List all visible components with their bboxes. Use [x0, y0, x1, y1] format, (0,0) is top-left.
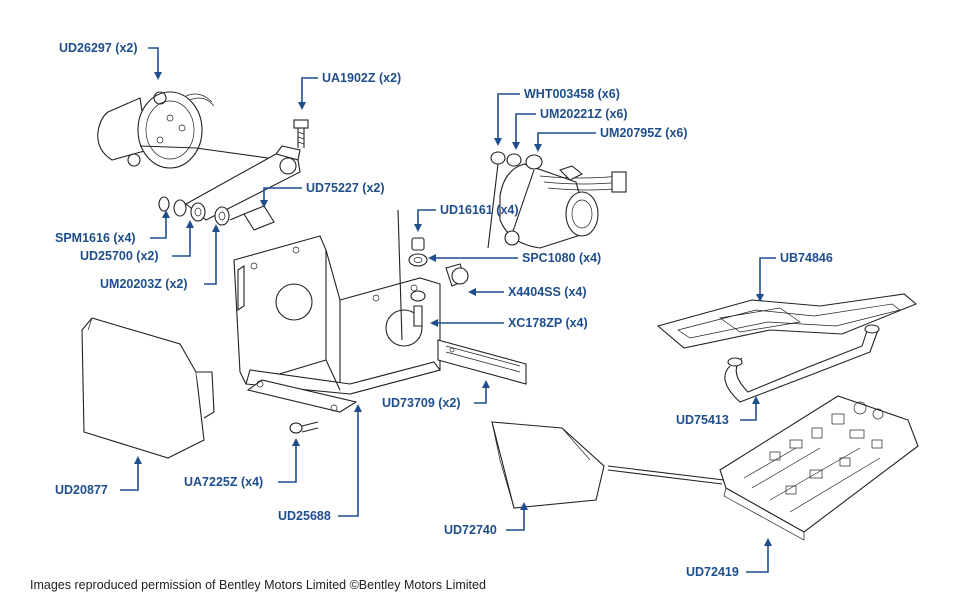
label-um20795z: UM20795Z (x6) — [600, 126, 688, 140]
motor-right-drawing — [487, 151, 627, 249]
washers-left-drawing — [158, 196, 230, 226]
pipe-ud75413-drawing — [724, 324, 880, 403]
label-ud20877: UD20877 — [55, 483, 108, 497]
label-ub74846: UB74846 — [780, 251, 833, 265]
label-ud26297: UD26297 (x2) — [59, 41, 138, 55]
label-pointers — [120, 47, 776, 573]
motor-ud26297-drawing — [97, 91, 283, 169]
label-ud72419: UD72419 — [686, 565, 739, 579]
label-ud25688: UD25688 — [278, 509, 331, 523]
label-ud16161: UD16161 (x4) — [440, 203, 519, 217]
rail-ud73709-drawing — [437, 339, 527, 385]
label-x4404ss: X4404SS (x4) — [508, 285, 587, 299]
screw-ua7225z-drawing — [289, 421, 319, 434]
linkage-ud75227-drawing — [185, 145, 301, 231]
label-ud73709: UD73709 (x2) — [382, 396, 461, 410]
connector-line — [607, 465, 725, 485]
label-spc1080: SPC1080 (x4) — [522, 251, 601, 265]
label-ud25700: UD25700 (x2) — [80, 249, 159, 263]
label-ua1902z: UA1902Z (x2) — [322, 71, 401, 85]
gasket-ub74846-drawing — [656, 293, 918, 349]
label-ua7225z: UA7225Z (x4) — [184, 475, 263, 489]
label-spm1616: SPM1616 (x4) — [55, 231, 136, 245]
label-um20203z: UM20203Z (x2) — [100, 277, 188, 291]
label-xc178zp: XC178ZP (x4) — [508, 316, 588, 330]
label-um20221z: UM20221Z (x6) — [540, 107, 628, 121]
circuit-board-ud72419-drawing — [719, 395, 919, 541]
main-bracket-ud25688-drawing — [233, 235, 441, 413]
label-ud75413: UD75413 — [676, 413, 729, 427]
label-ud75227: UD75227 (x2) — [306, 181, 385, 195]
cover-ud20877-drawing — [81, 317, 215, 459]
tray-ud72740-drawing — [491, 421, 605, 509]
bracket-fasteners-drawing — [397, 209, 469, 341]
copyright-credit: Images reproduced permission of Bentley … — [30, 578, 486, 592]
label-ud72740: UD72740 — [444, 523, 497, 537]
label-wht003458: WHT003458 (x6) — [524, 87, 620, 101]
screw-ua1902z-drawing — [293, 119, 309, 148]
